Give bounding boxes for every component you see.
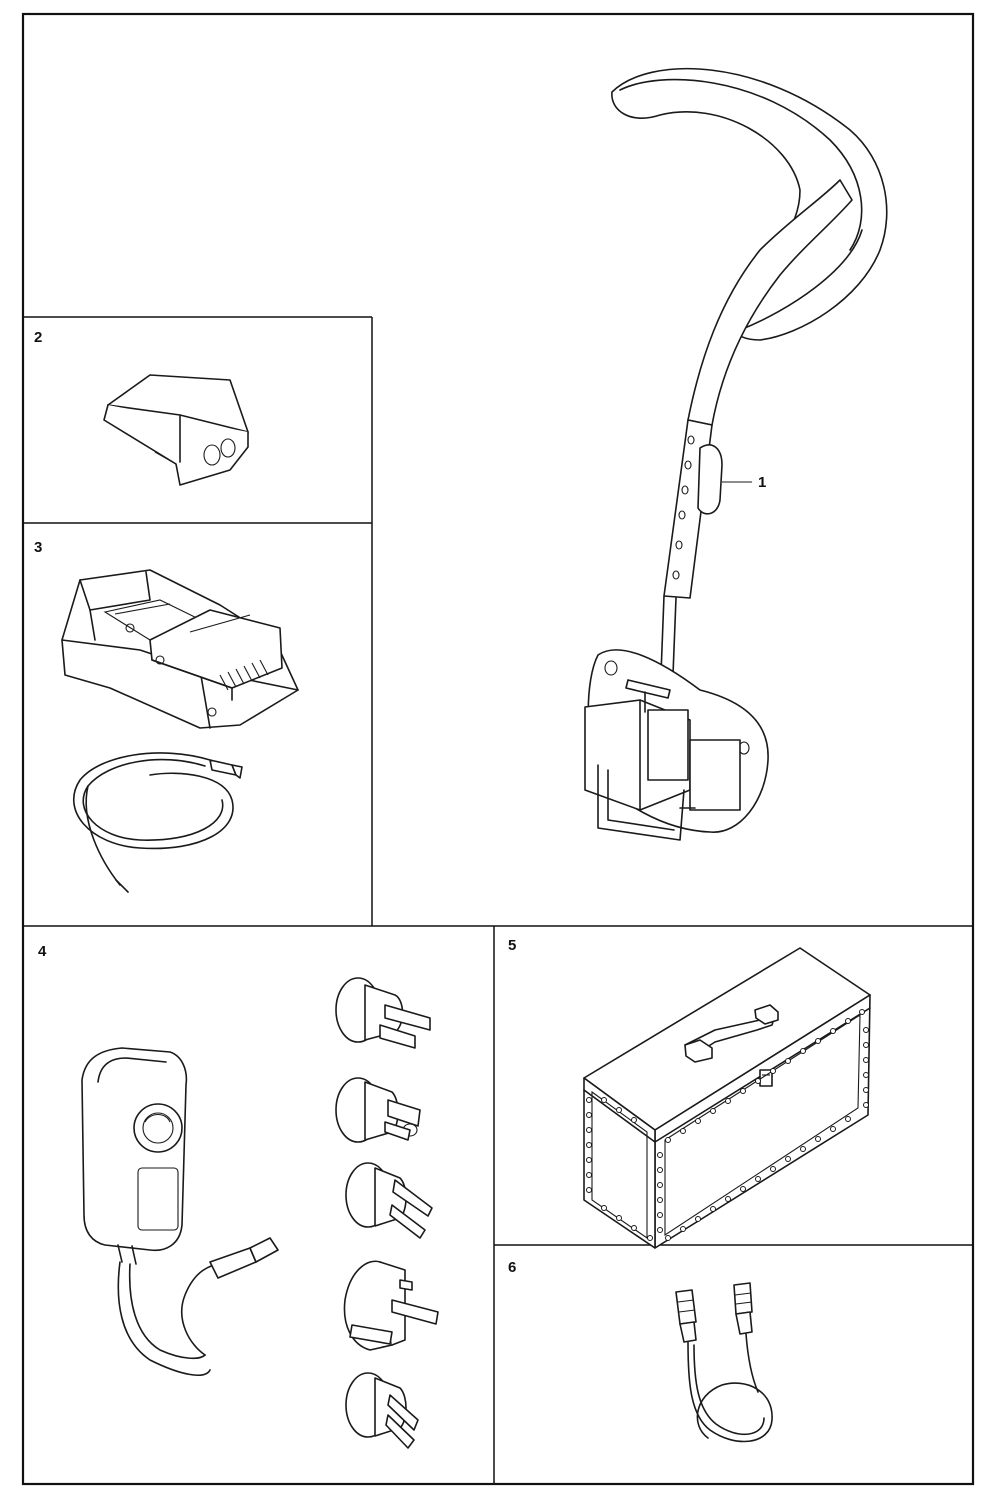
toolbox-icon	[583, 947, 871, 1249]
part-number-5: 5	[508, 937, 516, 954]
toolbox-rivets	[586, 1009, 869, 1241]
outer-frame	[21, 12, 975, 1486]
strap-holes	[672, 435, 695, 580]
part-number-3: 3	[34, 539, 42, 556]
part-number-2: 2	[34, 329, 42, 346]
plug-uk-icon	[343, 1260, 439, 1351]
plug-eu-icon	[335, 977, 431, 1049]
cable-lead-icon	[73, 752, 243, 893]
harness-icon	[584, 67, 888, 841]
charger-icon	[61, 569, 299, 729]
part-number-6: 6	[508, 1259, 516, 1276]
plug-au-icon	[345, 1162, 433, 1239]
panel-dividers	[23, 316, 973, 1484]
battery-icon	[103, 374, 249, 486]
part-number-1: 1	[758, 474, 766, 491]
part-number-4: 4	[38, 943, 47, 960]
charger-vents	[219, 659, 269, 691]
cable-icon	[675, 1282, 773, 1443]
plug-us-icon	[335, 1077, 421, 1143]
power-adapter-icon	[81, 1047, 279, 1376]
plug-cn-icon	[345, 1372, 419, 1449]
